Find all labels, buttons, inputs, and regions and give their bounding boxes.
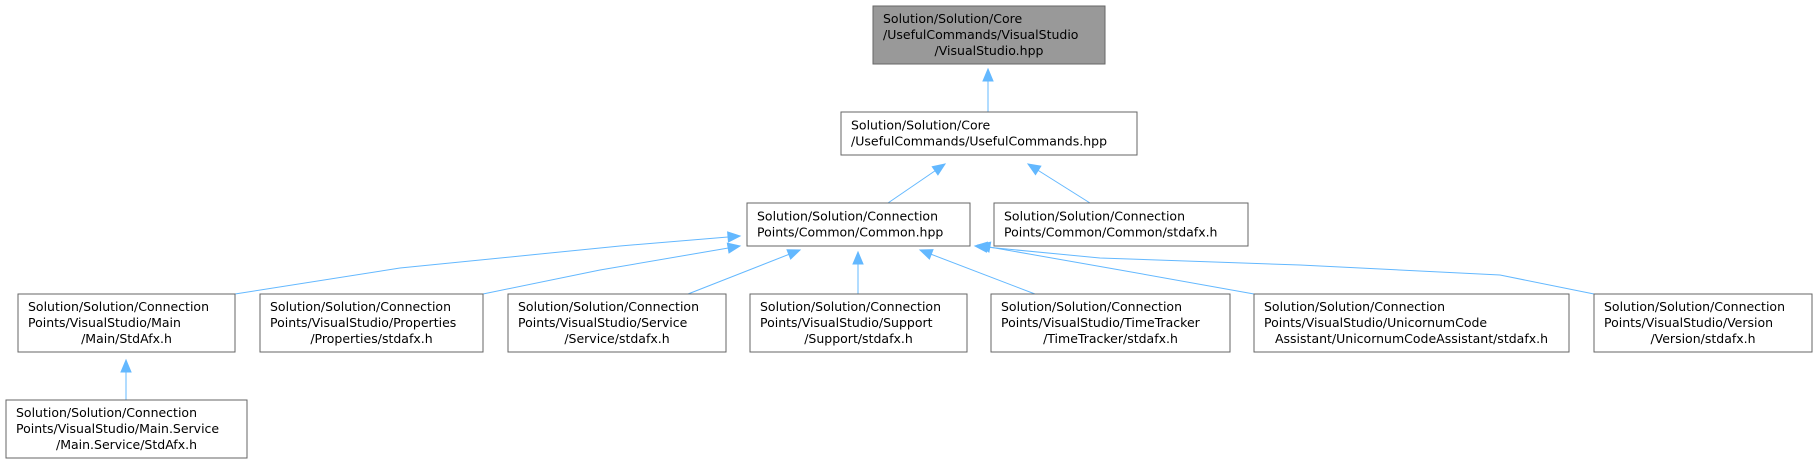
node-label-line: /UsefulCommands/UsefulCommands.hpp [851,134,1107,149]
node-label-line: /Version/stdafx.h [1650,331,1755,346]
node-label-line: Assistant/UnicornumCodeAssistant/stdafx.… [1275,331,1548,346]
node-properties_stdafx_h[interactable]: Solution/Solution/ConnectionPoints/Visua… [259,293,484,353]
node-box[interactable] [5,399,248,459]
node-label-line: /Main/StdAfx.h [81,331,172,346]
edge-common_stdafx_h-to-usefulcommands_hpp [1026,163,1091,204]
edge-arrowhead [973,241,988,253]
edge-arrowhead [726,242,742,254]
node-label-line: Points/VisualStudio/UnicornumCode [1264,315,1487,330]
edge-arrowhead [931,163,947,176]
node-box[interactable] [507,293,727,353]
node-main_stdafx_h[interactable]: Solution/Solution/ConnectionPoints/Visua… [17,293,236,353]
edge-line [974,245,1595,295]
node-label-line: Points/VisualStudio/Properties [270,315,456,330]
edge-service_stdafx_h-to-common_hpp [687,249,802,295]
edge-line [234,235,741,295]
edge-arrowhead [918,249,934,260]
node-label-line: Solution/Solution/Connection [1001,299,1182,314]
node-label-line: Solution/Solution/Connection [270,299,451,314]
node-box[interactable] [840,111,1138,156]
edge-line [919,249,1036,295]
node-label-line: Points/VisualStudio/Service [518,315,688,330]
edge-arrowhead [1026,163,1042,176]
node-label-line: Solution/Solution/Connection [16,405,197,420]
edge-version_stdafx_h-to-common_hpp [973,241,1595,295]
node-label-line: Solution/Solution/Connection [1264,299,1445,314]
node-label-line: Solution/Solution/Connection [1604,299,1785,314]
node-box[interactable] [1253,293,1570,353]
node-box[interactable] [1593,293,1813,353]
node-label-line: /Support/stdafx.h [804,331,913,346]
edge-arrowhead [727,231,742,243]
edge-properties_stdafx_h-to-common_hpp [482,242,742,295]
node-label-line: /VisualStudio.hpp [935,43,1044,58]
node-label-line: Solution/Solution/Core [883,11,1023,26]
node-main_service_stdafx_h[interactable]: Solution/Solution/ConnectionPoints/Visua… [5,399,248,459]
node-label-line: /Service/stdafx.h [564,331,669,346]
node-box[interactable] [990,293,1231,353]
node-label-line: Solution/Solution/Connection [757,209,938,224]
edges-layer [120,67,1595,400]
edge-line [687,249,801,295]
node-label-line: /TimeTracker/stdafx.h [1043,331,1178,346]
node-box[interactable] [17,293,236,353]
node-common_stdafx_h[interactable]: Solution/Solution/ConnectionPoints/Commo… [993,202,1249,247]
edge-timetracker_stdafx_h-to-common_hpp [918,249,1036,295]
edge-line [482,245,741,295]
node-version_stdafx_h[interactable]: Solution/Solution/ConnectionPoints/Visua… [1593,293,1813,353]
node-service_stdafx_h[interactable]: Solution/Solution/ConnectionPoints/Visua… [507,293,727,353]
edge-arrowhead [786,249,802,260]
node-label-line: Points/VisualStudio/Main.Service [16,421,219,436]
node-usefulcommands_hpp[interactable]: Solution/Solution/Core/UsefulCommands/Us… [840,111,1138,156]
node-box[interactable] [872,5,1106,65]
node-common_hpp[interactable]: Solution/Solution/ConnectionPoints/Commo… [746,202,971,247]
node-label-line: Solution/Solution/Connection [28,299,209,314]
edge-main_stdafx_h-to-common_hpp [234,231,742,295]
node-label-line: Points/Common/Common.hpp [757,225,943,240]
edge-arrowhead [120,358,132,373]
node-unicornum_stdafx_h[interactable]: Solution/Solution/ConnectionPoints/Visua… [1253,293,1570,353]
edge-line [977,244,1255,295]
edge-main_service_stdafx_h-to-main_stdafx_h [120,358,132,400]
node-label-line: Solution/Solution/Connection [760,299,941,314]
edge-arrowhead [982,67,994,82]
node-label-line: Points/VisualStudio/Main [28,315,181,330]
nodes-layer: Solution/Solution/Core/UsefulCommands/Vi… [5,5,1813,459]
node-box[interactable] [259,293,484,353]
node-visualstudio_hpp[interactable]: Solution/Solution/Core/UsefulCommands/Vi… [872,5,1106,65]
node-label-line: /UsefulCommands/VisualStudio [883,27,1078,42]
node-box[interactable] [993,202,1249,247]
node-label-line: Points/Common/Common/stdafx.h [1004,225,1217,240]
node-label-line: Points/VisualStudio/Support [760,315,933,330]
node-label-line: Solution/Solution/Connection [1004,209,1185,224]
node-label-line: /Properties/stdafx.h [310,331,432,346]
node-label-line: /Main.Service/StdAfx.h [56,437,197,452]
edge-common_hpp-to-usefulcommands_hpp [887,163,947,204]
node-box[interactable] [749,293,968,353]
node-timetracker_stdafx_h[interactable]: Solution/Solution/ConnectionPoints/Visua… [990,293,1231,353]
node-box[interactable] [746,202,971,247]
node-support_stdafx_h[interactable]: Solution/Solution/ConnectionPoints/Visua… [749,293,968,353]
edge-arrowhead [852,250,864,265]
node-label-line: Solution/Solution/Connection [518,299,699,314]
node-label-line: Points/VisualStudio/TimeTracker [1001,315,1201,330]
node-label-line: Points/VisualStudio/Version [1604,315,1773,330]
edge-support_stdafx_h-to-common_hpp [852,250,864,294]
edge-usefulcommands_hpp-to-visualstudio_hpp [982,67,994,112]
node-label-line: Solution/Solution/Core [851,118,991,133]
